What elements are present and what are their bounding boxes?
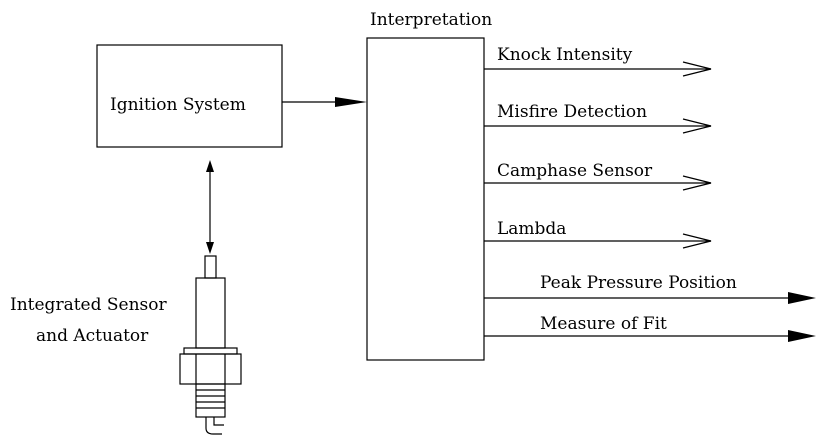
output-label: Lambda: [497, 219, 566, 239]
ignition-system-block: [96, 44, 283, 148]
interpretation-title: Interpretation: [370, 10, 492, 30]
sensor-label-line1: Integrated Sensor: [10, 295, 167, 315]
output-label: Camphase Sensor: [497, 161, 653, 181]
output-camphase-sensor: Camphase Sensor: [484, 161, 712, 191]
output-peak-pressure-position: Peak Pressure Position: [484, 273, 816, 304]
ignition-system-label: Ignition System: [110, 95, 246, 115]
spark-plug-icon: [179, 255, 242, 435]
output-label: Misfire Detection: [497, 102, 647, 122]
output-measure-of-fit: Measure of Fit: [484, 314, 816, 342]
interpretation-block: [366, 37, 485, 361]
sensor-label-line2: and Actuator: [36, 326, 149, 346]
output-label: Measure of Fit: [540, 314, 667, 334]
output-label: Peak Pressure Position: [540, 273, 737, 293]
output-lambda: Lambda: [484, 219, 712, 249]
output-label: Knock Intensity: [497, 45, 633, 65]
output-knock-intensity: Knock Intensity: [484, 45, 712, 77]
output-misfire-detection: Misfire Detection: [484, 102, 712, 134]
ignition-to-interpretation-arrow: [282, 97, 367, 107]
ignition-sensor-link: [206, 160, 214, 254]
